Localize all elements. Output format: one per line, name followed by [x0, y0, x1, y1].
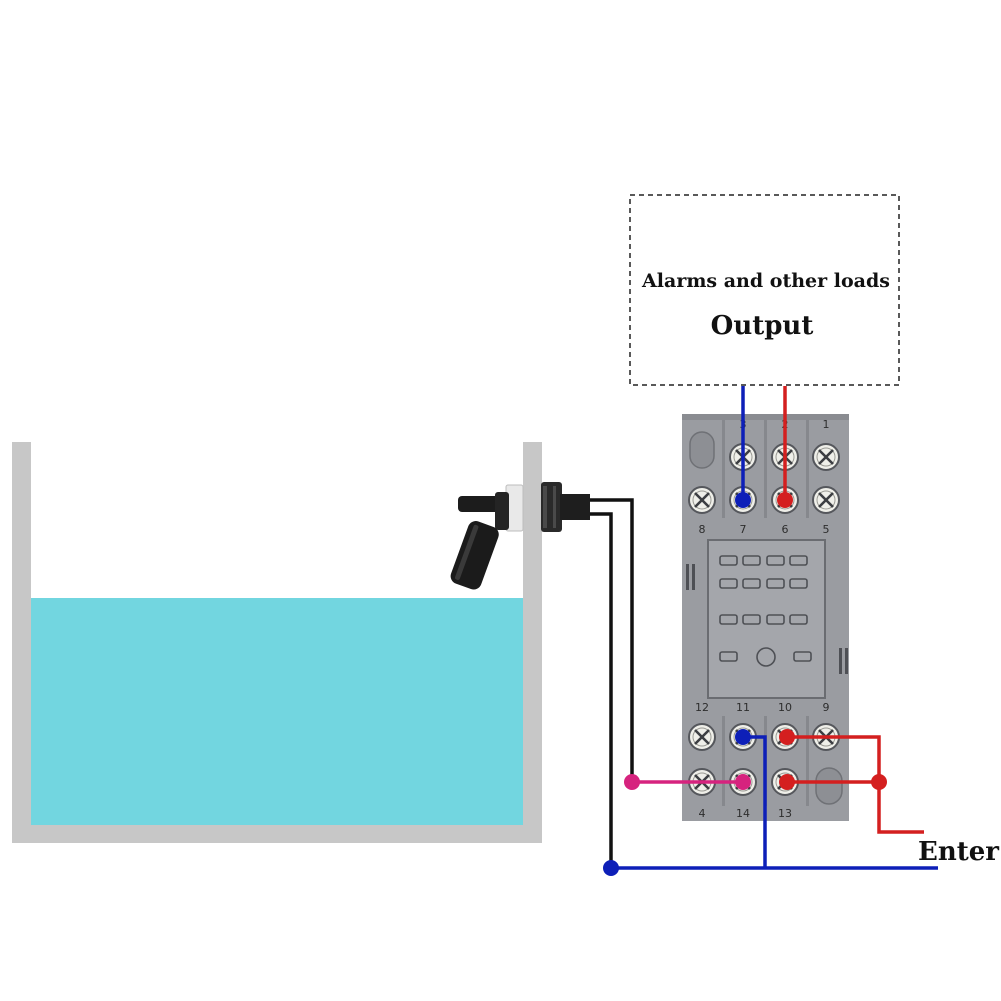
terminal-number-9: 9 [823, 701, 830, 714]
load-box-title: Alarms and other loads [641, 270, 890, 292]
float-switch-stem [560, 494, 590, 520]
float-body [450, 521, 499, 590]
terminal-number-12: 12 [695, 701, 709, 714]
dot-junction-blue [603, 860, 619, 876]
terminal-number-10: 10 [778, 701, 792, 714]
dot-terminal-6 [777, 492, 793, 508]
terminal-number-7: 7 [740, 523, 747, 536]
dot-terminal-14 [735, 774, 751, 790]
tank-right-wall [523, 442, 542, 843]
dot-junction-red [871, 774, 887, 790]
dot-terminal-13 [779, 774, 795, 790]
terminal-screw [812, 443, 840, 471]
float-switch [450, 482, 590, 590]
terminal-screw [688, 486, 716, 514]
wire-float-black-outer [590, 498, 634, 782]
output-load-box: Alarms and other loads Output [629, 194, 900, 386]
terminal-number-14: 14 [736, 807, 750, 820]
wire-junctions [603, 492, 887, 876]
load-box-output-label: Output [711, 311, 814, 341]
terminal-number-4: 4 [699, 807, 706, 820]
dot-junction-magenta [624, 774, 640, 790]
load-box-border [629, 194, 900, 386]
terminal-screw [812, 486, 840, 514]
wire-float-black-inner [590, 512, 613, 868]
terminal-screw [688, 723, 716, 751]
water [31, 598, 523, 825]
dot-terminal-10 [779, 729, 795, 745]
terminal-number-13: 13 [778, 807, 792, 820]
input-label: Enter [918, 837, 999, 867]
terminal-number-5: 5 [823, 523, 830, 536]
water-tank [12, 442, 542, 843]
terminal-number-6: 6 [782, 523, 789, 536]
dot-terminal-7 [735, 492, 751, 508]
tank-left-wall [12, 442, 31, 843]
terminal-number-8: 8 [699, 523, 706, 536]
tank-bottom [12, 825, 542, 843]
terminal-number-1: 1 [823, 418, 830, 431]
terminal-number-11: 11 [736, 701, 750, 714]
dot-terminal-11 [735, 729, 751, 745]
